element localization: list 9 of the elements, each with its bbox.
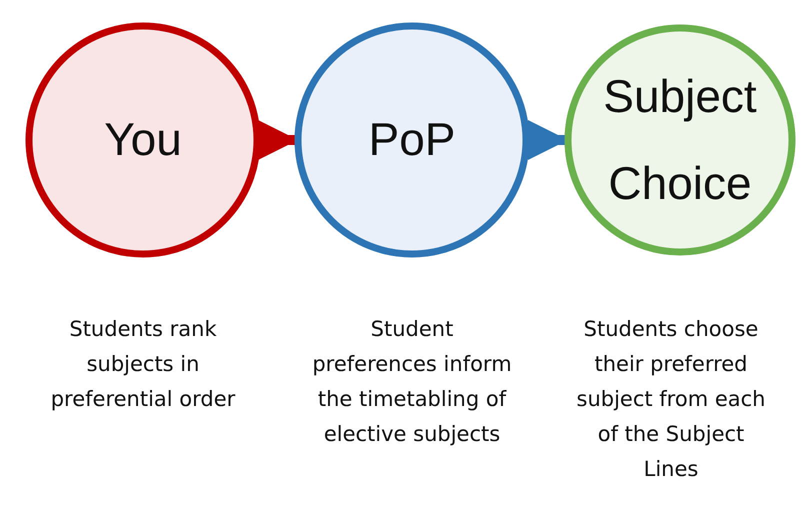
node-label: You [103, 112, 183, 168]
circle-node [294, 22, 530, 258]
description-text: Student preferences inform the timetabling of elective subjects [312, 316, 512, 448]
node-label: Subject Choice [602, 68, 758, 211]
description-text: Students choose their preferred subject from each of the Subject Lines [576, 316, 766, 483]
node-label: PoP [368, 112, 456, 168]
description-text: Students rank subjects in preferential order [50, 316, 236, 413]
circle-node [25, 22, 261, 258]
circle-node [564, 24, 796, 256]
